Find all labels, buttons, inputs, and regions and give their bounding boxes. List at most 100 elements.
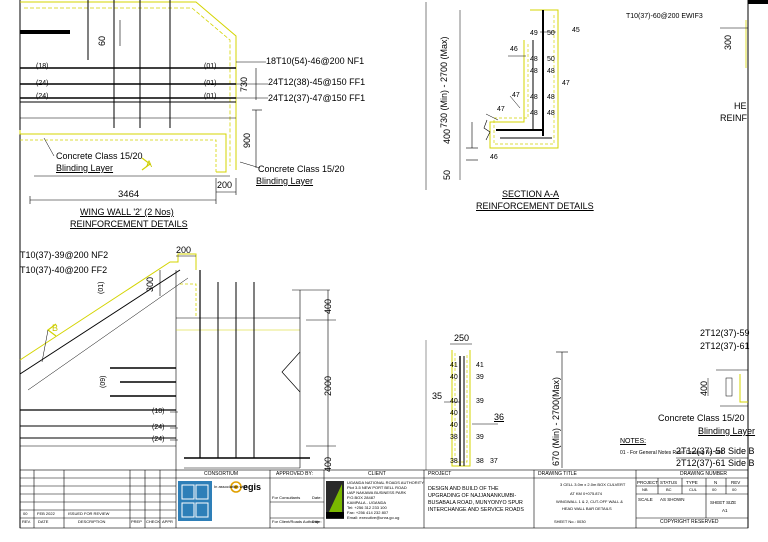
project-label: PROJECT [428,471,452,477]
right-dim-400: 400 [699,380,709,396]
section-aa-right-2: 50 [547,56,555,63]
mid-left-4: 40 [450,410,458,417]
sheet-size-value: A1 [722,508,728,513]
client-line-5: KAMPALA - UGANDA [347,500,387,505]
wing-mid-mark-2: (01) [204,80,217,87]
grid-value-status: BC [666,487,672,492]
rev-row-description: ISSUED FOR REVIEW [68,511,110,516]
grid-head-rev: REV [731,480,741,485]
client-line-2: Plot 3-5 NEW PORT BELL ROAD [347,485,407,490]
mid-right-1: 41 [476,362,484,369]
concrete-class-right: Concrete Class 15/20 [258,164,345,174]
copyright-label: COPYRIGHT RESERVED [660,519,719,525]
wing-left-mark-3: (24) [36,93,49,100]
egis-logo-mark [230,481,242,493]
section-a-a [425,2,559,190]
wing-wall-title: WING WALL '2' (2 Nos) [80,207,174,217]
sheet-number: SHEET No.: 0030 [554,519,586,524]
mid-right-2: 39 [476,374,484,381]
consortium-logo [178,481,212,521]
lower-bar-label-2: T10(37)-40@200 FF2 [20,265,108,275]
rev-head-rev: REV. [22,519,31,524]
partner-text: In association with [214,484,247,489]
wing-mid-mark-3: (01) [204,93,217,100]
section-aa-right-5: 48 [547,110,555,117]
grid-value-rev: 00 [732,487,737,492]
client-line-1: UGANDA NATIONAL ROADS AUTHORITY [347,480,424,485]
grid-head-project: PROJECT [637,480,659,485]
owner-date: Date: [312,519,322,524]
sheet-size-label: SHEET SIZE [710,500,737,505]
top-right-bar-text: T10(37)-60@200 EWIF3 [626,13,703,20]
section-aa-left-5: 48 [530,110,538,117]
lower-dim-400-bot: 400 [323,456,333,472]
lower-dim-200: 200 [176,245,192,255]
section-aa-left-3: 48 [530,68,538,75]
title-block-frame [19,469,749,529]
wing-mid-mark-1: (01) [204,63,217,70]
blinding-layer-right: Blinding Layer [256,176,314,186]
client-line-3: UAP NAKAWA BUSINESS PARK [347,490,407,495]
client-label: CLIENT [368,471,386,477]
right-blinding: Blinding Layer [698,426,756,436]
mid-right-3: 39 [476,398,484,405]
mid-mark-35: 35 [432,391,443,401]
grid-head-status: STATUS [660,480,678,485]
section-aa-left-4: 48 [530,94,538,101]
drawing-title-head: DRAWING TITLE [538,471,577,477]
section-aa-subtitle: REINFORCEMENT DETAILS [476,201,594,211]
section-marker-a: A [146,159,153,169]
right-bar-1: 2T12(37)-59 [700,328,750,338]
owner-label: For Client/Roads Authority [272,519,319,524]
right-side-2: 2T12(37)-61 Side B [676,458,755,468]
scale-label: SCALE [638,497,653,502]
mid-left-5: 40 [450,422,458,429]
mid-dim-250: 250 [454,333,470,343]
mid-section [444,343,568,468]
top-right-dim-300: 300 [723,34,733,50]
wing-bar-label-2: 24T12(38)-45@150 FF1 [268,77,366,87]
mid-right-5: 39 [476,434,484,441]
section-aa-title: SECTION A-A [502,189,560,199]
mid-left-7: 38 [450,458,458,465]
drawing-title-line-1: 3 CELL 3.0m x 2.0m BOX CULVERT [560,482,626,487]
top-right-he-text: HE [734,101,747,111]
egis-wordmark: egis [243,482,262,492]
wing-left-mark-2: (24) [36,80,49,87]
scale-value: AS SHOWN [660,497,685,502]
grid-value-type: CUL [689,487,698,492]
rev-head-prep: PREP [131,519,142,524]
section-aa-dim-400: 400 [442,128,452,144]
wing-bar-label-3: 24T12(37)-47@150 FF1 [268,93,366,103]
lower-mark-09: (09) [100,375,107,388]
wing-bar-label-1: 18T10(54)-46@200 NF1 [266,56,365,66]
top-right-reinf-text: REINF [720,113,747,123]
top-right-detail [720,0,768,68]
notes-title: NOTES: [620,438,647,445]
grid-head-type: TYPE [686,480,698,485]
blinding-layer-left: Blinding Layer [56,163,114,173]
mid-left-1: 41 [450,362,458,369]
rev-head-date: DATE [38,519,49,524]
mid-left-6: 38 [450,434,458,441]
mid-mark-37: 37 [490,458,498,465]
grid-head-n: N [714,480,718,485]
lower-dim-300: 300 [145,276,155,292]
dim-60-label: 60 [97,35,107,46]
rev-head-appr: APPR [162,519,173,524]
section-aa-right-4: 48 [547,94,555,101]
section-aa-mark-45: 45 [572,27,580,34]
concrete-class-left: Concrete Class 15/20 [56,151,143,161]
consortium-label: CONSORTIUM [204,471,239,477]
mid-right-7: 38 [476,458,484,465]
lower-bar-label-1: T10(37)-39@200 NF2 [20,250,109,260]
grid-value-project: NB [642,487,648,492]
notes-line: 01 - For General Notes Refer Drawing No.… [620,450,724,456]
mid-mark-36: 36 [494,412,505,422]
right-side-1: 2T12(37)-58 Side B [676,446,755,456]
right-lower-detail [676,369,748,459]
rev-row-rev: 00 [23,511,28,516]
drawing-number-head: DRAWING NUMBER [680,471,728,477]
approved-by-label: APPROVED BY: [276,471,313,477]
